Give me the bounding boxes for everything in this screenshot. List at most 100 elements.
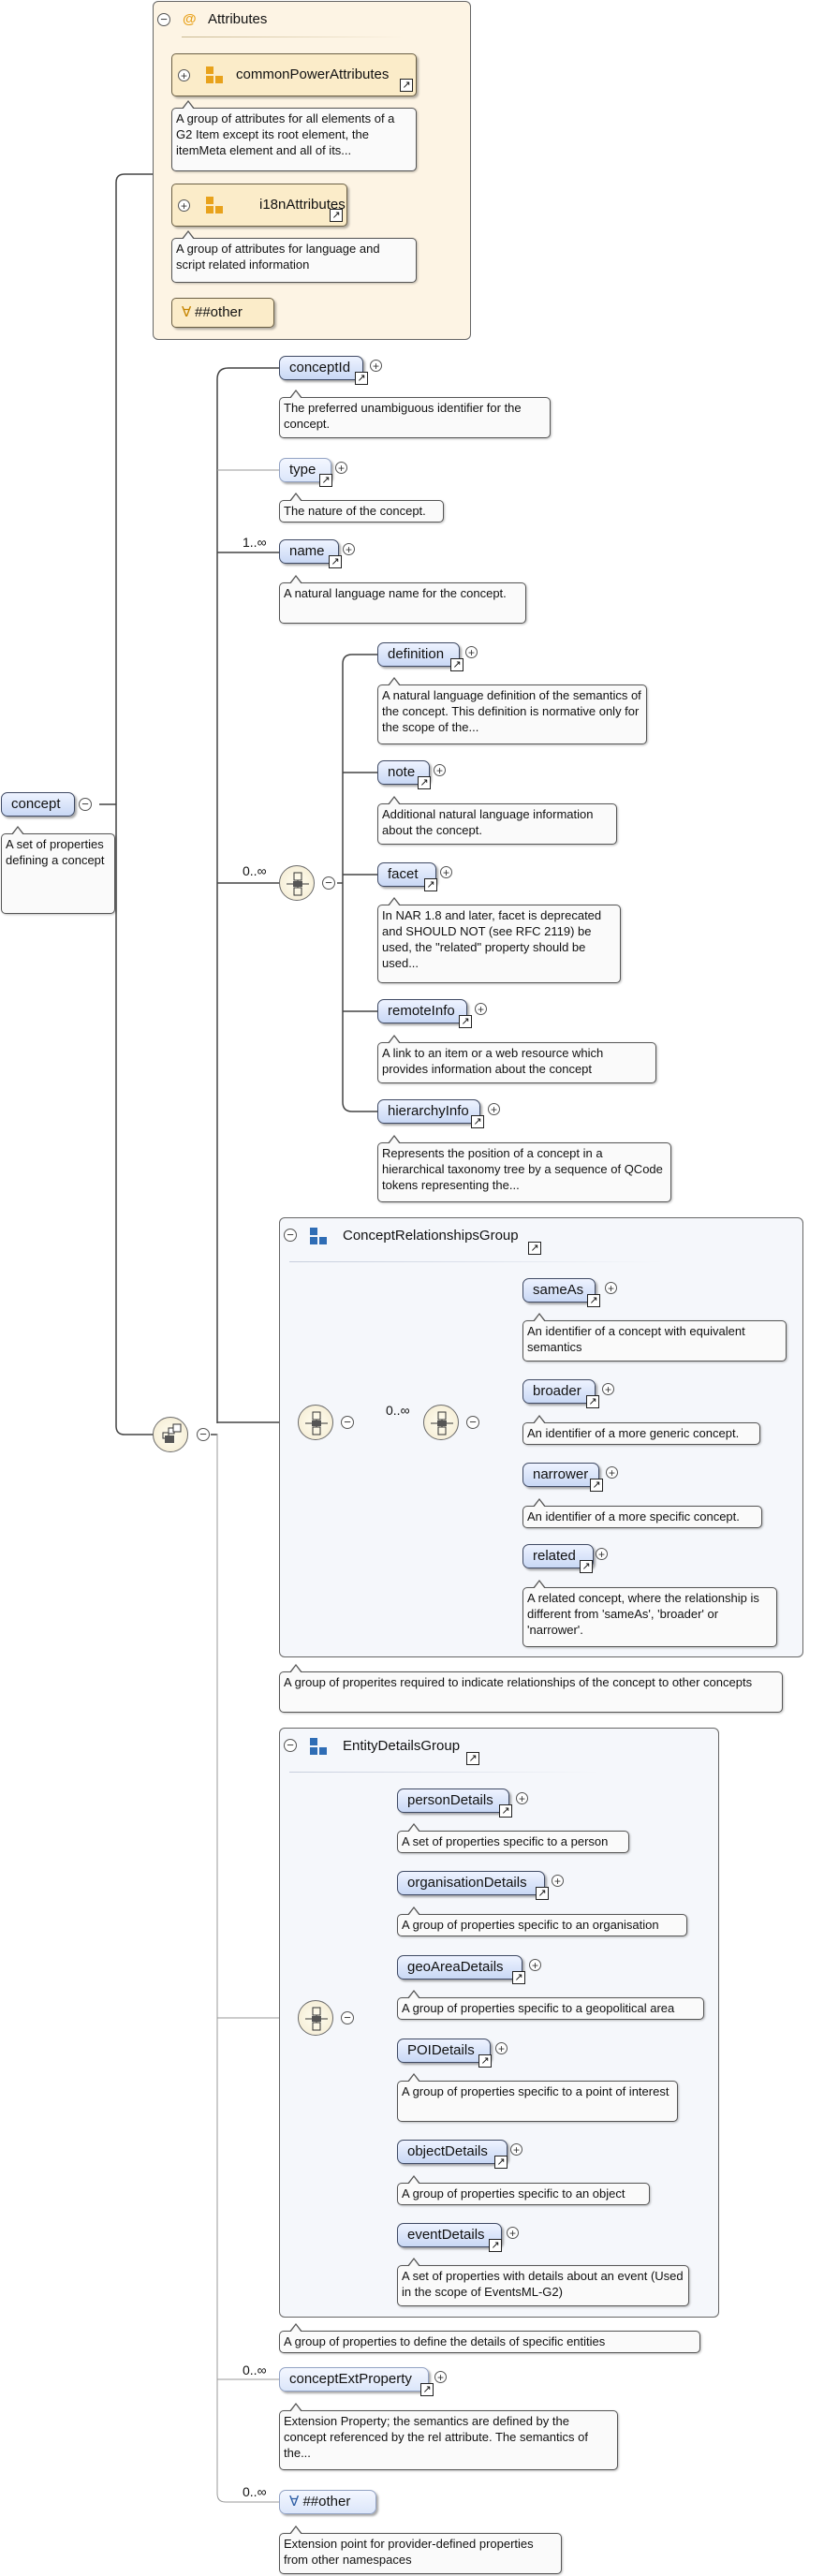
element-personDetails[interactable]: personDetails xyxy=(397,1788,509,1813)
link-arrow-icon[interactable]: ↗ xyxy=(400,79,413,92)
choice-glyph-icon xyxy=(287,872,309,896)
any-element-other[interactable]: ∀ ##other xyxy=(279,2490,376,2514)
element-hierarchyInfo[interactable]: hierarchyInfo xyxy=(377,1099,480,1124)
link-arrow-icon[interactable]: ↗ xyxy=(499,1804,512,1818)
link-arrow-icon[interactable]: ↗ xyxy=(319,474,332,487)
expand-plus-icon[interactable]: + xyxy=(434,764,446,776)
element-objectDetails[interactable]: objectDetails xyxy=(397,2140,508,2164)
group-header-rule xyxy=(289,1261,664,1262)
expand-plus-icon[interactable]: + xyxy=(370,360,382,372)
expand-plus-icon[interactable]: + xyxy=(606,1466,618,1479)
expand-plus-icon[interactable]: + xyxy=(602,1383,614,1395)
element-eventDetails[interactable]: eventDetails xyxy=(397,2223,502,2247)
expand-plus-icon[interactable]: + xyxy=(178,199,190,212)
any-symbol-icon: ∀ xyxy=(182,304,192,320)
model-group-icon xyxy=(310,1738,327,1755)
expand-plus-icon[interactable]: + xyxy=(440,866,452,878)
collapse-minus-icon[interactable]: − xyxy=(79,798,92,811)
expand-plus-icon[interactable]: + xyxy=(596,1548,608,1560)
group-collapse-icon[interactable]: − xyxy=(284,1739,297,1752)
link-arrow-icon[interactable]: ↗ xyxy=(528,1242,541,1255)
link-arrow-icon[interactable]: ↗ xyxy=(420,2383,434,2396)
choice-compositor-icon[interactable] xyxy=(279,865,315,901)
expand-plus-icon[interactable]: + xyxy=(178,69,190,81)
expand-plus-icon[interactable]: + xyxy=(343,543,355,555)
collapse-minus-icon[interactable]: − xyxy=(341,2011,354,2024)
doc-eventDetails: A set of properties with details about a… xyxy=(397,2265,689,2306)
expand-plus-icon[interactable]: + xyxy=(488,1103,500,1115)
link-arrow-icon[interactable]: ↗ xyxy=(466,1752,479,1765)
link-arrow-icon[interactable]: ↗ xyxy=(330,209,343,222)
collapse-minus-icon[interactable]: − xyxy=(341,1416,354,1429)
element-broader[interactable]: broader xyxy=(522,1379,596,1404)
link-arrow-icon[interactable]: ↗ xyxy=(355,372,368,385)
element-note[interactable]: note xyxy=(377,760,430,785)
link-arrow-icon[interactable]: ↗ xyxy=(580,1560,593,1573)
sequence-compositor-icon[interactable] xyxy=(153,1417,188,1452)
element-POIDetails[interactable]: POIDetails xyxy=(397,2039,491,2063)
choice-compositor-icon[interactable] xyxy=(298,2000,333,2036)
element-organisationDetails[interactable]: organisationDetails xyxy=(397,1871,545,1895)
root-doc: A set of properties defining a concept xyxy=(1,833,115,914)
expand-plus-icon[interactable]: + xyxy=(465,646,478,658)
element-conceptExtProperty[interactable]: conceptExtProperty xyxy=(279,2367,429,2392)
doc-ConceptRelationshipsGroup: A group of properites required to indica… xyxy=(279,1671,783,1713)
sequence-glyph-icon xyxy=(162,1423,182,1443)
expand-plus-icon[interactable]: + xyxy=(475,1003,487,1015)
any-attribute-label: ##other xyxy=(195,304,243,320)
expand-plus-icon[interactable]: + xyxy=(507,2227,519,2239)
doc-note: Additional natural language information … xyxy=(377,803,617,845)
expand-plus-icon[interactable]: + xyxy=(552,1875,564,1887)
element-definition[interactable]: definition xyxy=(377,642,460,667)
link-arrow-icon[interactable]: ↗ xyxy=(459,1015,472,1028)
link-arrow-icon[interactable]: ↗ xyxy=(450,658,464,671)
element-related[interactable]: related xyxy=(522,1544,594,1568)
choice-compositor-icon[interactable] xyxy=(423,1405,459,1440)
cardinality-name: 1..∞ xyxy=(243,535,267,550)
element-geoAreaDetails[interactable]: geoAreaDetails xyxy=(397,1955,522,1980)
group-collapse-icon[interactable]: − xyxy=(284,1229,297,1242)
link-arrow-icon[interactable]: ↗ xyxy=(586,1395,599,1408)
expand-plus-icon[interactable]: + xyxy=(510,2143,522,2156)
link-arrow-icon[interactable]: ↗ xyxy=(478,2054,492,2068)
cardinality-conceptExtProperty: 0..∞ xyxy=(243,2363,267,2377)
doc-definition: A natural language definition of the sem… xyxy=(377,684,647,744)
collapse-minus-icon[interactable]: − xyxy=(466,1416,479,1429)
any-attribute-other[interactable]: ∀ ##other xyxy=(171,298,274,328)
element-remoteInfo[interactable]: remoteInfo xyxy=(377,999,467,1023)
link-arrow-icon[interactable]: ↗ xyxy=(512,1971,525,1984)
element-name[interactable]: name xyxy=(279,539,339,564)
collapse-minus-icon[interactable]: − xyxy=(197,1428,210,1441)
link-arrow-icon[interactable]: ↗ xyxy=(418,776,431,789)
group-title: ConceptRelationshipsGroup xyxy=(343,1228,519,1244)
link-arrow-icon[interactable]: ↗ xyxy=(471,1115,484,1128)
attribute-group-i18nAttributes[interactable]: + i18nAttributes ↗ xyxy=(171,184,347,227)
attributes-panel: − @ Attributes + commonPowerAttributes ↗… xyxy=(153,1,471,340)
attribute-group-commonPowerAttributes[interactable]: + commonPowerAttributes ↗ xyxy=(171,53,417,96)
expand-plus-icon[interactable]: + xyxy=(335,462,347,474)
link-arrow-icon[interactable]: ↗ xyxy=(536,1887,549,1900)
expand-plus-icon[interactable]: + xyxy=(495,2042,508,2054)
link-arrow-icon[interactable]: ↗ xyxy=(329,555,342,568)
expand-plus-icon[interactable]: + xyxy=(434,2371,447,2383)
collapse-minus-icon[interactable]: − xyxy=(322,876,335,890)
expand-plus-icon[interactable]: + xyxy=(605,1282,617,1294)
doc-type: The nature of the concept. xyxy=(279,500,444,523)
doc-conceptId: The preferred unambiguous identifier for… xyxy=(279,397,551,438)
expand-plus-icon[interactable]: + xyxy=(516,1792,528,1804)
sequence-compositor-icon[interactable] xyxy=(298,1405,333,1440)
link-arrow-icon[interactable]: ↗ xyxy=(587,1294,600,1307)
link-arrow-icon[interactable]: ↗ xyxy=(494,2156,508,2169)
attributes-collapse-icon[interactable]: − xyxy=(157,13,170,26)
root-element-concept[interactable]: concept xyxy=(1,792,75,817)
element-narrower[interactable]: narrower xyxy=(522,1463,599,1487)
expand-plus-icon[interactable]: + xyxy=(529,1959,541,1971)
link-arrow-icon[interactable]: ↗ xyxy=(590,1479,603,1492)
doc-hierarchyInfo: Represents the position of a concept in … xyxy=(377,1142,671,1202)
cardinality-any-other: 0..∞ xyxy=(243,2484,267,2499)
element-sameAs[interactable]: sameAs xyxy=(522,1278,596,1303)
group-title: EntityDetailsGroup xyxy=(343,1738,461,1754)
element-conceptId[interactable]: conceptId xyxy=(279,356,363,380)
link-arrow-icon[interactable]: ↗ xyxy=(489,2239,502,2252)
link-arrow-icon[interactable]: ↗ xyxy=(424,878,437,891)
